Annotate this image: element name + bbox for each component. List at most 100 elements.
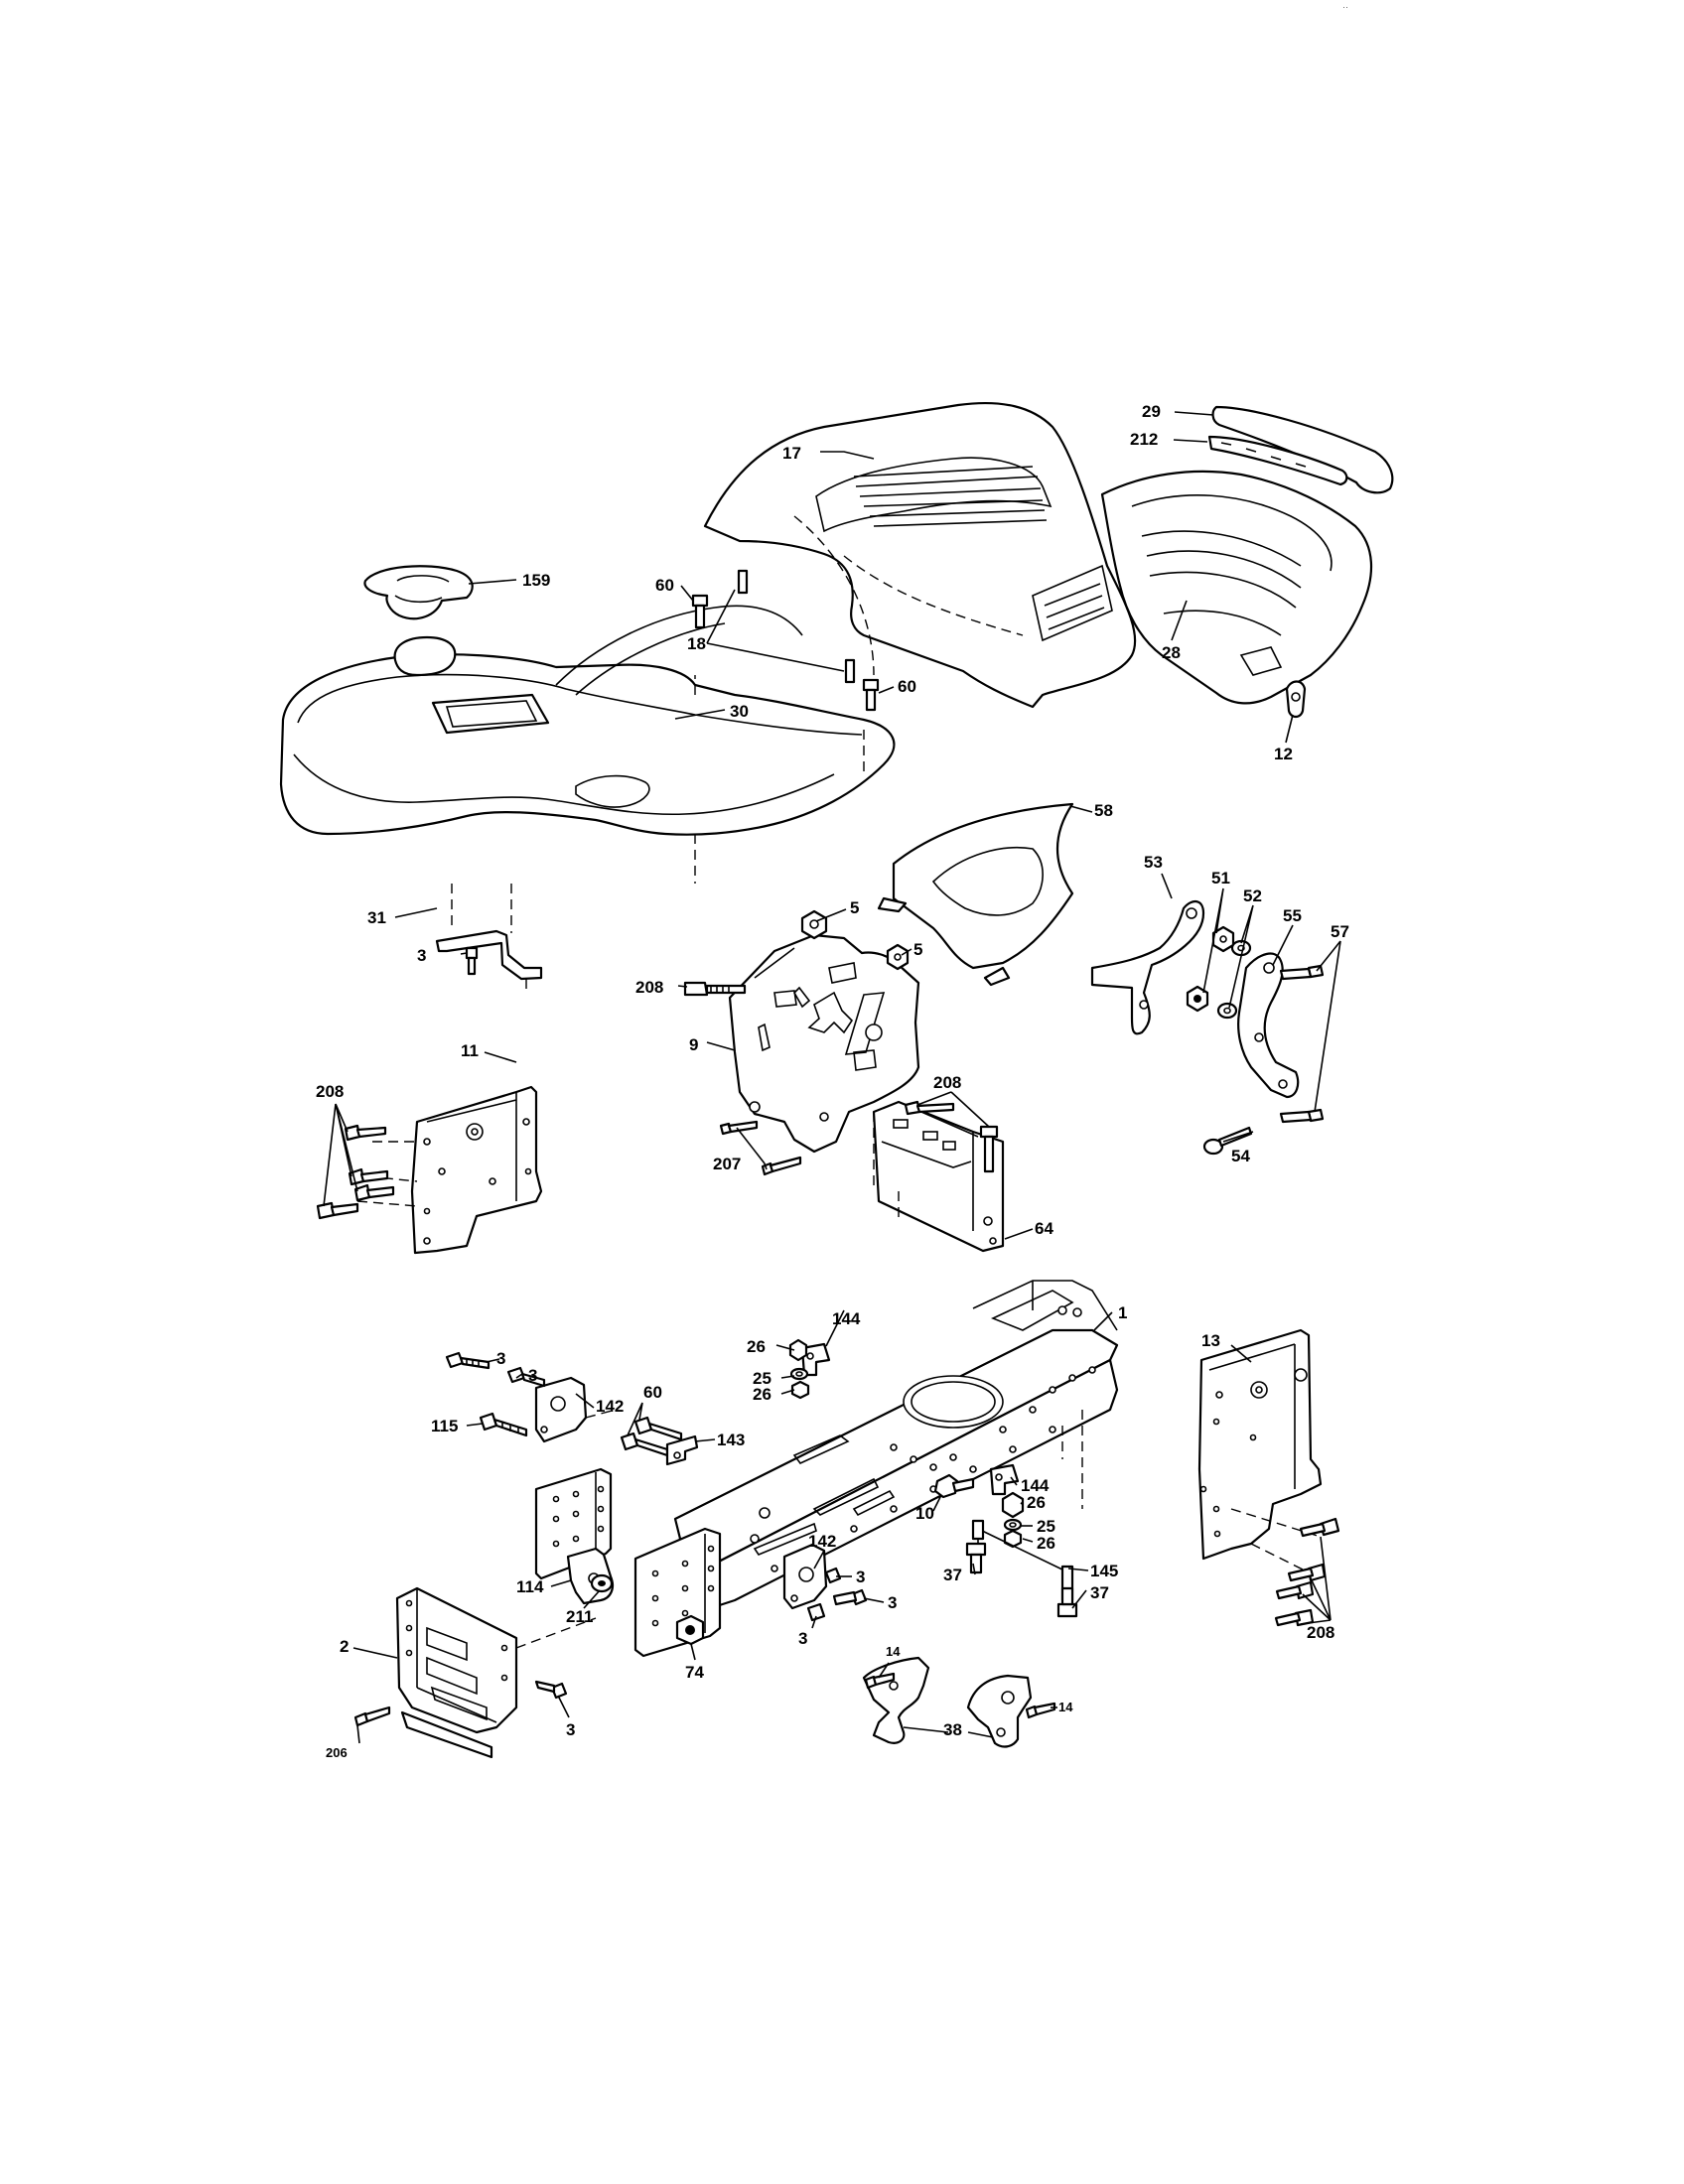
callout-57: 57 [1331, 922, 1349, 941]
callout-207: 207 [713, 1155, 741, 1173]
bushing-part-211 [590, 1573, 614, 1593]
nut-74 [675, 1614, 705, 1646]
screw-14b [1025, 1702, 1056, 1719]
callout-55: 55 [1283, 906, 1302, 925]
bracket-part-38-left [862, 1656, 930, 1744]
callout-206: 206 [326, 1745, 348, 1760]
bracket-part-143 [665, 1434, 699, 1466]
callout-144-lower: 144 [1021, 1476, 1050, 1495]
bolt-208-64b [979, 1125, 999, 1173]
bracket-part-53 [1090, 900, 1205, 1035]
bolt-10 [933, 1473, 975, 1499]
washer-stack-lower [1001, 1491, 1025, 1549]
rod-part-145 [971, 1519, 1074, 1602]
callout-5-right: 5 [913, 940, 922, 959]
bracket-part-55 [1237, 952, 1300, 1099]
bolt-3a [465, 946, 479, 976]
leader-lines [323, 411, 1341, 1744]
corner-mark: ·· [1342, 2, 1348, 12]
callout-14-left: 14 [886, 1644, 901, 1659]
bolt-3f [806, 1602, 826, 1622]
bolt-57 [1279, 964, 1325, 1124]
callout-9: 9 [689, 1035, 698, 1054]
callout-31: 31 [367, 908, 386, 927]
callout-25-upper: 25 [753, 1369, 772, 1388]
grille-housing-part [1100, 470, 1373, 705]
bracket-part-142-left [534, 1376, 617, 1443]
callout-17: 17 [782, 444, 801, 463]
bezel-part-29 [1211, 405, 1394, 494]
bracket-part-142-right [782, 1543, 828, 1610]
bolt-3c [506, 1366, 546, 1388]
callout-18: 18 [687, 634, 706, 653]
callout-60-frame: 60 [643, 1383, 662, 1402]
callout-208-64: 208 [933, 1073, 961, 1092]
callout-3-top-b: 3 [528, 1366, 537, 1385]
callout-52: 52 [1243, 887, 1262, 905]
fender-seat-pan-part [279, 605, 896, 884]
callout-211: 211 [566, 1607, 593, 1626]
callout-labels: 17 29 212 159 60 18 60 30 28 12 58 31 3 … [316, 402, 1349, 1760]
callout-51: 51 [1211, 869, 1230, 887]
callout-26-upper-a: 26 [747, 1337, 766, 1356]
callout-30: 30 [730, 702, 749, 721]
callout-54: 54 [1231, 1147, 1250, 1165]
callout-3-frame-a: 3 [856, 1568, 865, 1586]
bracket-part-38-right [966, 1674, 1033, 1748]
bolt-3d [824, 1567, 842, 1584]
fuel-cap-part [363, 565, 474, 620]
bolt-37a [965, 1542, 987, 1574]
nut-5a [800, 909, 828, 940]
callout-143: 143 [717, 1431, 745, 1449]
bracket-part-31 [435, 884, 543, 993]
screw-206 [353, 1706, 391, 1727]
bumper-part-2 [395, 1586, 597, 1759]
callout-12: 12 [1274, 745, 1293, 763]
callout-11: 11 [461, 1041, 479, 1060]
dash-panel-part [728, 933, 920, 1154]
washer-52 [1216, 939, 1252, 1020]
callout-114: 114 [516, 1577, 544, 1596]
nut-5b [886, 943, 910, 971]
callout-144-upper: 144 [832, 1309, 861, 1328]
callout-26-lower-a: 26 [1027, 1493, 1046, 1512]
callout-115: 115 [431, 1417, 458, 1435]
latch-part-12 [1285, 680, 1307, 719]
callout-60-top: 60 [655, 576, 674, 595]
callout-14-right: 14 [1058, 1700, 1073, 1714]
callout-26-lower-b: 26 [1037, 1534, 1055, 1553]
callout-38: 38 [943, 1720, 962, 1739]
callout-37-right: 37 [1090, 1583, 1109, 1602]
callout-10: 10 [915, 1504, 934, 1523]
callout-3-bumper: 3 [566, 1720, 575, 1739]
callout-3-frame-c: 3 [798, 1629, 807, 1648]
callout-13: 13 [1201, 1331, 1220, 1350]
callout-3-frame-b: 3 [888, 1593, 897, 1612]
cover-part-58 [877, 802, 1074, 987]
bolt-208-left [316, 1124, 395, 1220]
callout-208-dash: 208 [635, 978, 663, 997]
callout-29: 29 [1142, 402, 1161, 421]
bolt-208-dash [683, 981, 747, 997]
callout-142-left: 142 [596, 1397, 624, 1416]
screw-14a [864, 1672, 896, 1690]
callout-208-left: 208 [316, 1082, 344, 1101]
callout-159: 159 [522, 571, 550, 590]
bolt-37b [1056, 1586, 1078, 1618]
bolt-115 [479, 1412, 528, 1437]
bracket-144-lower [989, 1463, 1020, 1496]
side-panel-part-11 [356, 1085, 543, 1255]
callout-53: 53 [1144, 853, 1163, 872]
screw-207b [761, 1156, 802, 1176]
screw-207a [719, 1120, 759, 1136]
callout-1: 1 [1118, 1303, 1127, 1322]
lens-part-212 [1207, 435, 1348, 486]
callout-208-right: 208 [1307, 1623, 1334, 1642]
callout-28: 28 [1162, 643, 1181, 662]
side-panel-part-13 [1197, 1328, 1323, 1574]
bolt-3b [445, 1351, 491, 1370]
callout-3-bracket: 3 [417, 946, 426, 965]
hood-brackets [737, 569, 856, 684]
callout-142-right: 142 [808, 1532, 836, 1551]
